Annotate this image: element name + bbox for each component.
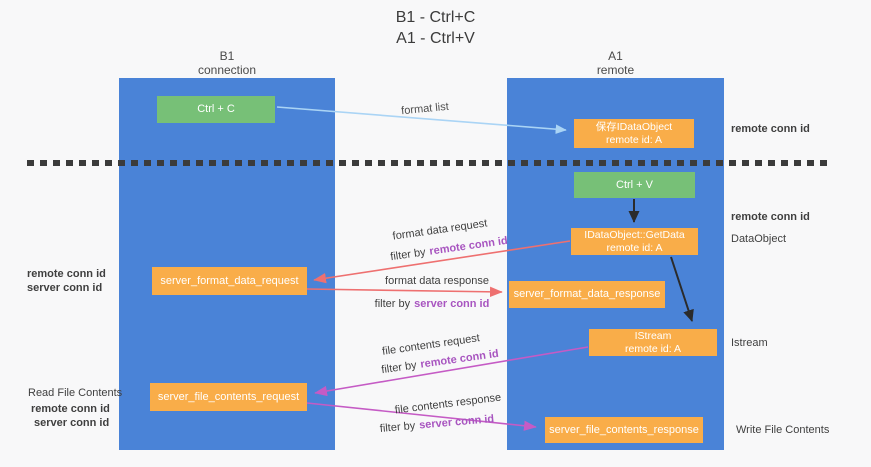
node-ctrl-c: Ctrl + C <box>157 96 275 123</box>
node-save-idataobject: 保存IDataObject remote id: A <box>574 119 694 148</box>
node-save-idataobject-line1: 保存IDataObject <box>595 120 673 133</box>
side-label-remote-conn-id-left1: remote conn id <box>27 268 106 280</box>
edge-label-filter-server-1: filter by server conn id <box>375 298 490 310</box>
node-server-file-contents-response-label: server_file_contents_response <box>549 423 699 436</box>
server-conn-id-text: server conn id <box>414 298 490 310</box>
node-server-format-data-response: server_format_data_response <box>509 281 665 308</box>
lane-b1-name: B1 <box>219 49 235 63</box>
node-save-idataobject-line2: remote id: A <box>605 133 663 146</box>
side-label-remote-conn-id-left2: remote conn id <box>31 403 110 415</box>
filter-by-text: filter by <box>380 359 418 377</box>
edge-label-format-list: format list <box>400 100 450 118</box>
node-server-format-data-request: server_format_data_request <box>152 267 307 295</box>
node-server-format-data-response-label: server_format_data_response <box>513 288 661 300</box>
filter-by-text: filter by <box>379 419 416 435</box>
side-label-remote-conn-id-mid: remote conn id <box>731 211 810 223</box>
side-label-write-file-contents: Write File Contents <box>736 424 830 436</box>
node-ctrl-c-label: Ctrl + C <box>197 103 235 115</box>
node-istream-line2: remote id: A <box>624 342 682 355</box>
server-conn-id-text: server conn id <box>418 413 495 432</box>
lane-a1-subtitle: remote <box>596 63 635 77</box>
side-label-dataobject: DataObject <box>731 233 787 245</box>
diagram-title: B1 - Ctrl+C A1 - Ctrl+V <box>0 7 871 49</box>
node-getdata-line2: remote id: A <box>606 241 663 254</box>
edge-label-format-data-response: format data response <box>385 275 489 287</box>
session-divider-dashed-line <box>27 160 833 166</box>
remote-conn-id-text: remote conn id <box>419 347 500 371</box>
filter-by-text: filter by <box>389 246 427 264</box>
lane-a1-name: A1 <box>608 49 623 63</box>
node-server-file-contents-request-label: server_file_contents_request <box>157 390 300 403</box>
node-istream: IStream remote id: A <box>589 329 717 356</box>
node-getdata-line1: IDataObject::GetData <box>584 228 685 241</box>
node-server-file-contents-response: server_file_contents_response <box>545 417 703 443</box>
node-server-file-contents-request: server_file_contents_request <box>150 383 307 411</box>
side-label-server-conn-id-left1: server conn id <box>27 282 103 294</box>
title-line-2: A1 - Ctrl+V <box>396 30 475 47</box>
side-label-remote-conn-id-top: remote conn id <box>731 123 810 135</box>
node-ctrl-v-label: Ctrl + V <box>616 178 653 191</box>
side-label-server-conn-id-left2: server conn id <box>34 417 110 429</box>
lane-b1-subtitle: connection <box>197 63 257 77</box>
lane-header-a1: A1 remote <box>507 49 724 77</box>
node-server-format-data-request-label: server_format_data_request <box>160 274 299 287</box>
node-ctrl-v: Ctrl + V <box>574 172 695 198</box>
title-line-1: B1 - Ctrl+C <box>395 9 476 26</box>
arrow-format-data-response <box>306 286 503 298</box>
remote-conn-id-text: remote conn id <box>428 234 509 258</box>
lane-header-b1: B1 connection <box>119 49 335 77</box>
side-label-istream: Istream <box>731 337 768 349</box>
filter-by-text: filter by <box>374 298 411 310</box>
node-idataobject-getdata: IDataObject::GetData remote id: A <box>571 228 698 255</box>
node-istream-line1: IStream <box>634 329 672 342</box>
side-label-read-file-contents: Read File Contents <box>28 387 123 399</box>
